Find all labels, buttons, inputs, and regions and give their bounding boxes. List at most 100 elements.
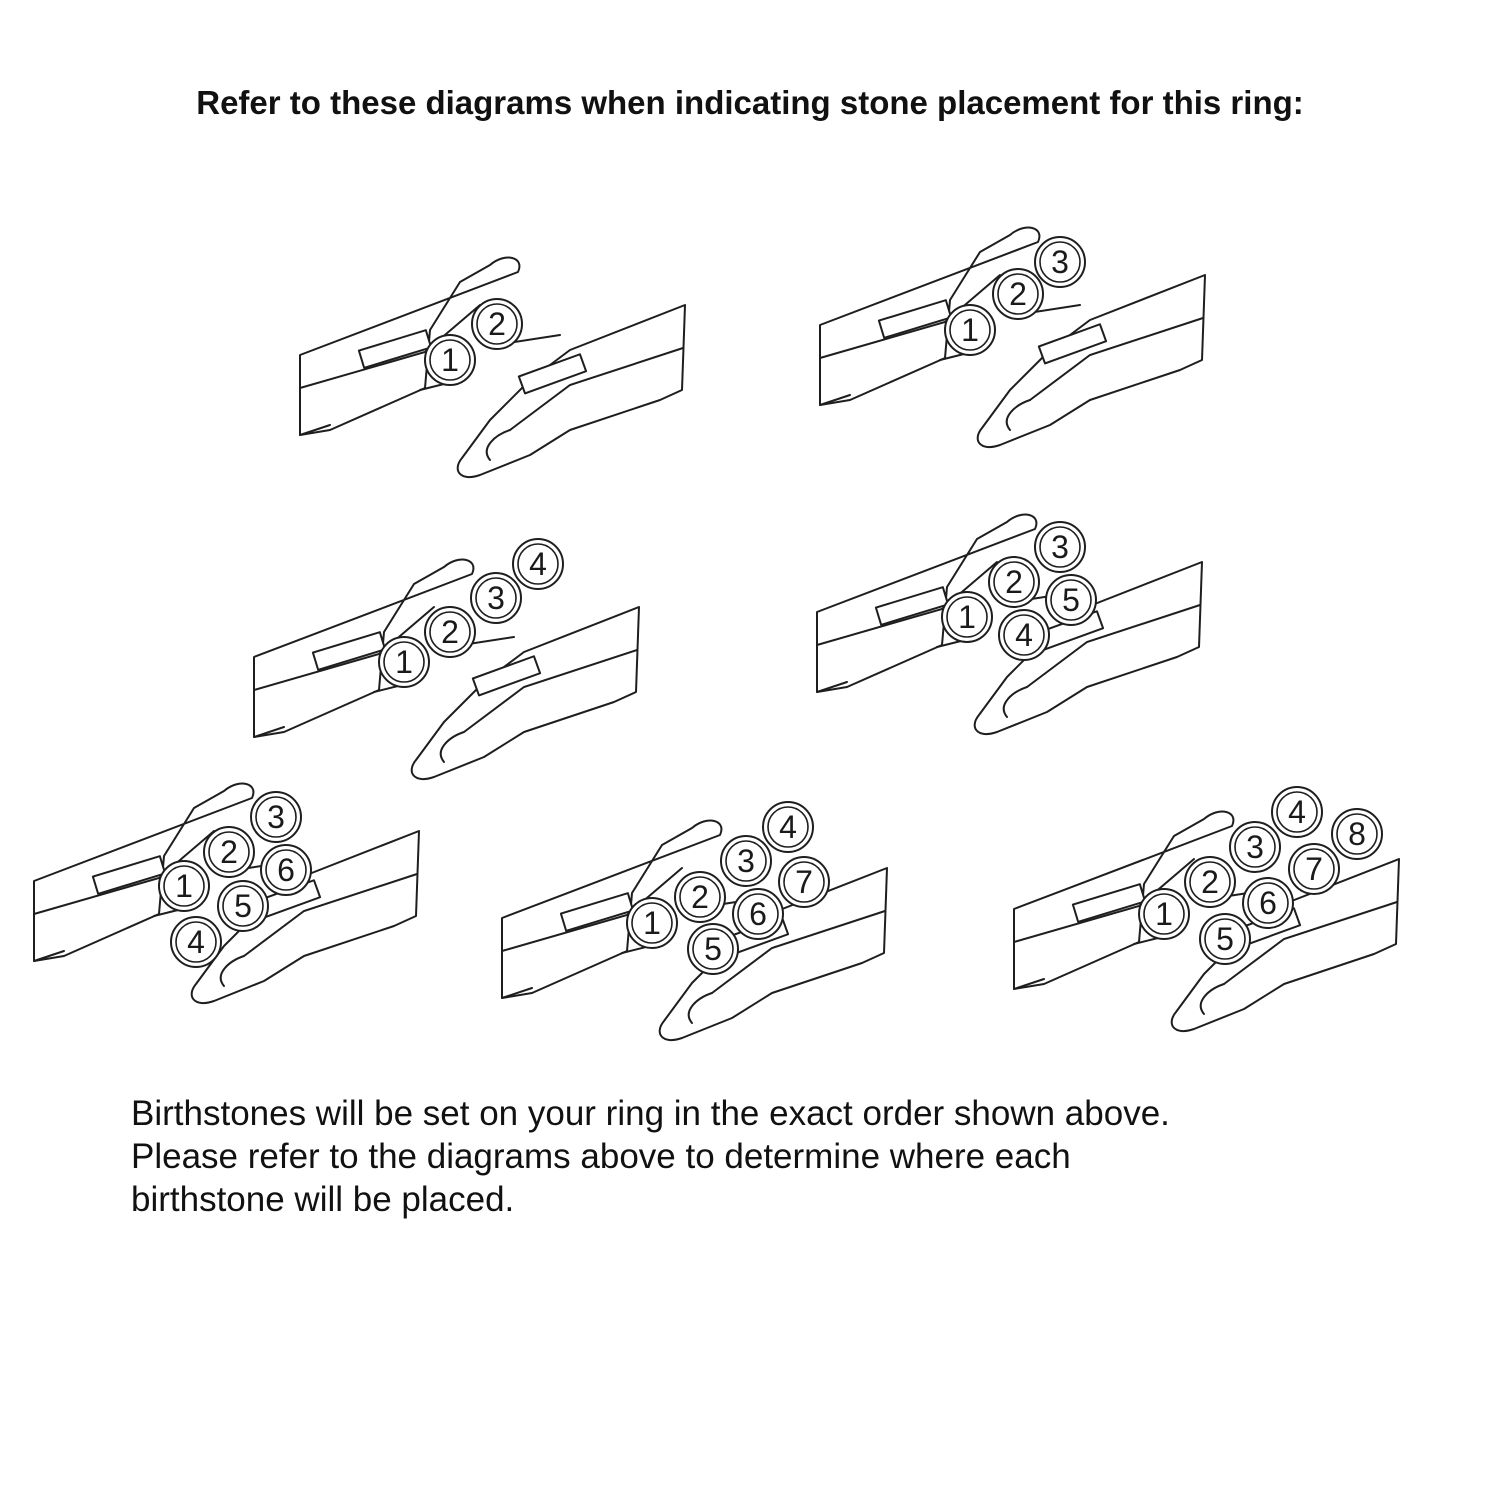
stone-5: 5 bbox=[1045, 574, 1097, 626]
stone-inner-ring bbox=[997, 273, 1039, 315]
stone-outline bbox=[471, 298, 523, 350]
stone-outline bbox=[512, 538, 564, 590]
stone-1: 1 bbox=[626, 897, 678, 949]
stone-inner-ring bbox=[1204, 918, 1246, 960]
stone-6: 6 bbox=[732, 888, 784, 940]
stone-inner-ring bbox=[783, 861, 825, 903]
stone-1: 1 bbox=[158, 860, 210, 912]
stone-4: 4 bbox=[1271, 786, 1323, 838]
stone-outline bbox=[158, 860, 210, 912]
stone-7: 7 bbox=[1288, 843, 1340, 895]
stone-number: 6 bbox=[1259, 885, 1277, 921]
placement-note-line-3: birthstone will be placed. bbox=[131, 1180, 515, 1219]
stone-2: 2 bbox=[992, 268, 1044, 320]
stone-outline bbox=[1138, 888, 1190, 940]
stone-outline bbox=[217, 880, 269, 932]
stone-outline bbox=[470, 572, 522, 624]
stone-number: 4 bbox=[779, 809, 797, 845]
stone-inner-ring bbox=[429, 611, 471, 653]
stone-3: 3 bbox=[1229, 821, 1281, 873]
placement-note: Birthstones will be set on your ring in … bbox=[131, 1092, 1411, 1221]
stone-number: 1 bbox=[175, 868, 193, 904]
stone-3: 3 bbox=[250, 791, 302, 843]
stone-1: 1 bbox=[378, 636, 430, 688]
page-heading: Refer to these diagrams when indicating … bbox=[196, 84, 1304, 121]
stone-2: 2 bbox=[424, 606, 476, 658]
stone-outline bbox=[732, 888, 784, 940]
stone-number: 6 bbox=[749, 896, 767, 932]
stone-inner-ring bbox=[631, 902, 673, 944]
stone-inner-ring bbox=[1003, 614, 1045, 656]
stone-inner-ring bbox=[163, 865, 205, 907]
stone-4: 4 bbox=[762, 801, 814, 853]
stone-number: 7 bbox=[795, 864, 813, 900]
stone-outline bbox=[687, 923, 739, 975]
stone-number: 1 bbox=[961, 312, 979, 348]
ring-diagram bbox=[819, 226, 1206, 448]
stone-2: 2 bbox=[674, 871, 726, 923]
stone-5: 5 bbox=[1199, 913, 1251, 965]
stone-number: 3 bbox=[487, 580, 505, 616]
stone-number: 5 bbox=[234, 888, 252, 924]
stone-outline bbox=[250, 791, 302, 843]
stone-inner-ring bbox=[476, 303, 518, 345]
stone-3: 3 bbox=[1034, 521, 1086, 573]
stone-outline bbox=[260, 844, 312, 896]
stone-number: 7 bbox=[1305, 851, 1323, 887]
stone-outline bbox=[1184, 856, 1236, 908]
stone-number: 4 bbox=[187, 924, 205, 960]
stone-inner-ring bbox=[517, 543, 559, 585]
stone-outline bbox=[988, 556, 1040, 608]
stone-inner-ring bbox=[679, 876, 721, 918]
stone-number: 2 bbox=[1005, 564, 1023, 600]
stone-8: 8 bbox=[1331, 808, 1383, 860]
stone-outline bbox=[203, 826, 255, 878]
stone-outline bbox=[998, 609, 1050, 661]
stone-outline bbox=[941, 591, 993, 643]
stone-outline bbox=[170, 916, 222, 968]
stone-number: 2 bbox=[691, 879, 709, 915]
stone-1: 1 bbox=[941, 591, 993, 643]
stone-inner-ring bbox=[946, 596, 988, 638]
stone-outline bbox=[1288, 843, 1340, 895]
ring-diagram bbox=[299, 256, 686, 478]
stone-outline bbox=[674, 871, 726, 923]
stone-4: 4 bbox=[998, 609, 1050, 661]
stone-number: 6 bbox=[277, 852, 295, 888]
stone-number: 2 bbox=[488, 306, 506, 342]
stone-3: 3 bbox=[1034, 236, 1086, 288]
stone-number: 4 bbox=[529, 546, 547, 582]
stone-inner-ring bbox=[265, 849, 307, 891]
stone-outline bbox=[1242, 877, 1294, 929]
stone-outline bbox=[424, 606, 476, 658]
stone-inner-ring bbox=[1247, 882, 1289, 924]
stone-outline bbox=[1229, 821, 1281, 873]
stone-1: 1 bbox=[1138, 888, 1190, 940]
ring-diagram bbox=[816, 513, 1203, 735]
stone-2: 2 bbox=[1184, 856, 1236, 908]
stone-number: 5 bbox=[704, 931, 722, 967]
stone-inner-ring bbox=[1293, 848, 1335, 890]
stone-outline bbox=[1045, 574, 1097, 626]
stone-outline bbox=[1034, 236, 1086, 288]
stone-number: 3 bbox=[1051, 529, 1069, 565]
stone-number: 3 bbox=[1246, 829, 1264, 865]
stone-4: 4 bbox=[512, 538, 564, 590]
stone-number: 1 bbox=[1155, 896, 1173, 932]
stone-number: 3 bbox=[1051, 244, 1069, 280]
stone-4: 4 bbox=[170, 916, 222, 968]
stone-inner-ring bbox=[1050, 579, 1092, 621]
stone-inner-ring bbox=[725, 840, 767, 882]
stone-inner-ring bbox=[1234, 826, 1276, 868]
stone-group: 12 bbox=[424, 298, 523, 386]
stone-inner-ring bbox=[1039, 526, 1081, 568]
stone-outline bbox=[1331, 808, 1383, 860]
stone-outline bbox=[1034, 521, 1086, 573]
stone-number: 4 bbox=[1015, 617, 1033, 653]
ring-diagram bbox=[253, 558, 640, 780]
stone-outline bbox=[944, 304, 996, 356]
